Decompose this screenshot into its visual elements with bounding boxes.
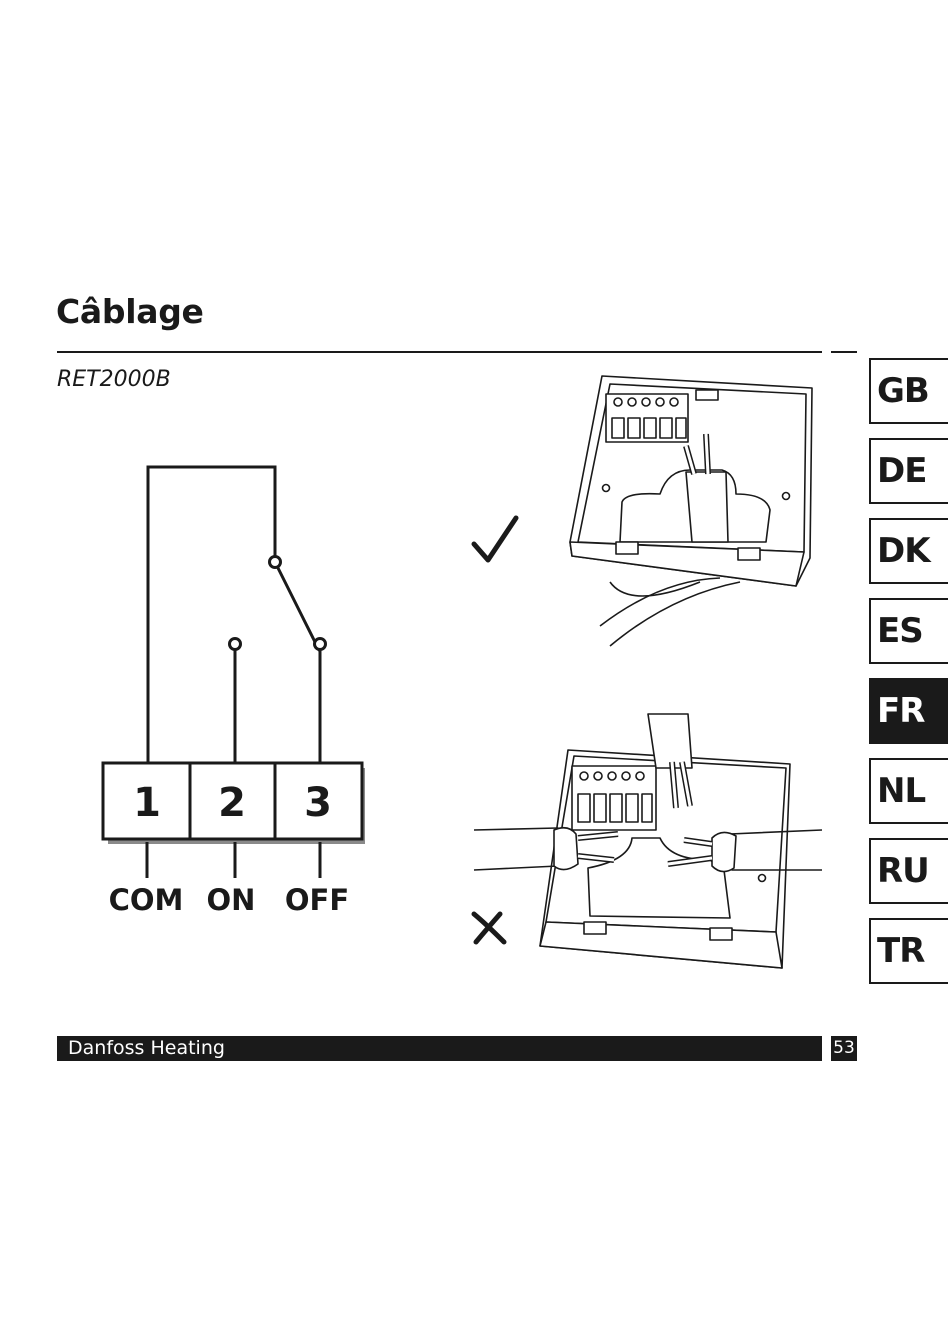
header-rule	[57, 351, 822, 353]
terminal-2: 2	[218, 780, 246, 826]
com-wire	[146, 465, 277, 764]
label-on: ON	[207, 883, 256, 917]
cross-icon	[471, 911, 507, 945]
model-name: RET2000B	[57, 367, 171, 392]
switch-pivot-contact	[268, 555, 282, 569]
label-off: OFF	[285, 883, 349, 917]
tab-nl[interactable]: NL	[869, 758, 948, 824]
cable-left	[473, 827, 559, 871]
on-contact	[228, 637, 242, 651]
cable-top	[647, 713, 693, 769]
footer-brand: Danfoss Heating	[57, 1036, 822, 1061]
switch-blade	[276, 566, 321, 652]
tab-de[interactable]: DE	[869, 438, 948, 504]
page-number: 53	[831, 1036, 857, 1061]
off-contact	[313, 637, 327, 651]
terminal-1: 1	[133, 780, 161, 826]
page-title: Câblage	[56, 292, 204, 331]
label-com: COM	[109, 883, 184, 917]
incorrect-install-illustration	[471, 713, 823, 969]
tab-fr[interactable]: FR	[869, 678, 948, 744]
header-rule-short	[831, 351, 857, 353]
terminal-block	[101, 761, 364, 841]
terminal-3: 3	[304, 780, 332, 826]
tab-dk[interactable]: DK	[869, 518, 948, 584]
tab-gb[interactable]: GB	[869, 358, 948, 424]
checkmark-icon	[471, 515, 519, 563]
tab-ru[interactable]: RU	[869, 838, 948, 904]
tab-tr[interactable]: TR	[869, 918, 948, 984]
tab-es[interactable]: ES	[869, 598, 948, 664]
correct-install-illustration	[471, 375, 813, 647]
cable-sheath	[685, 471, 729, 543]
